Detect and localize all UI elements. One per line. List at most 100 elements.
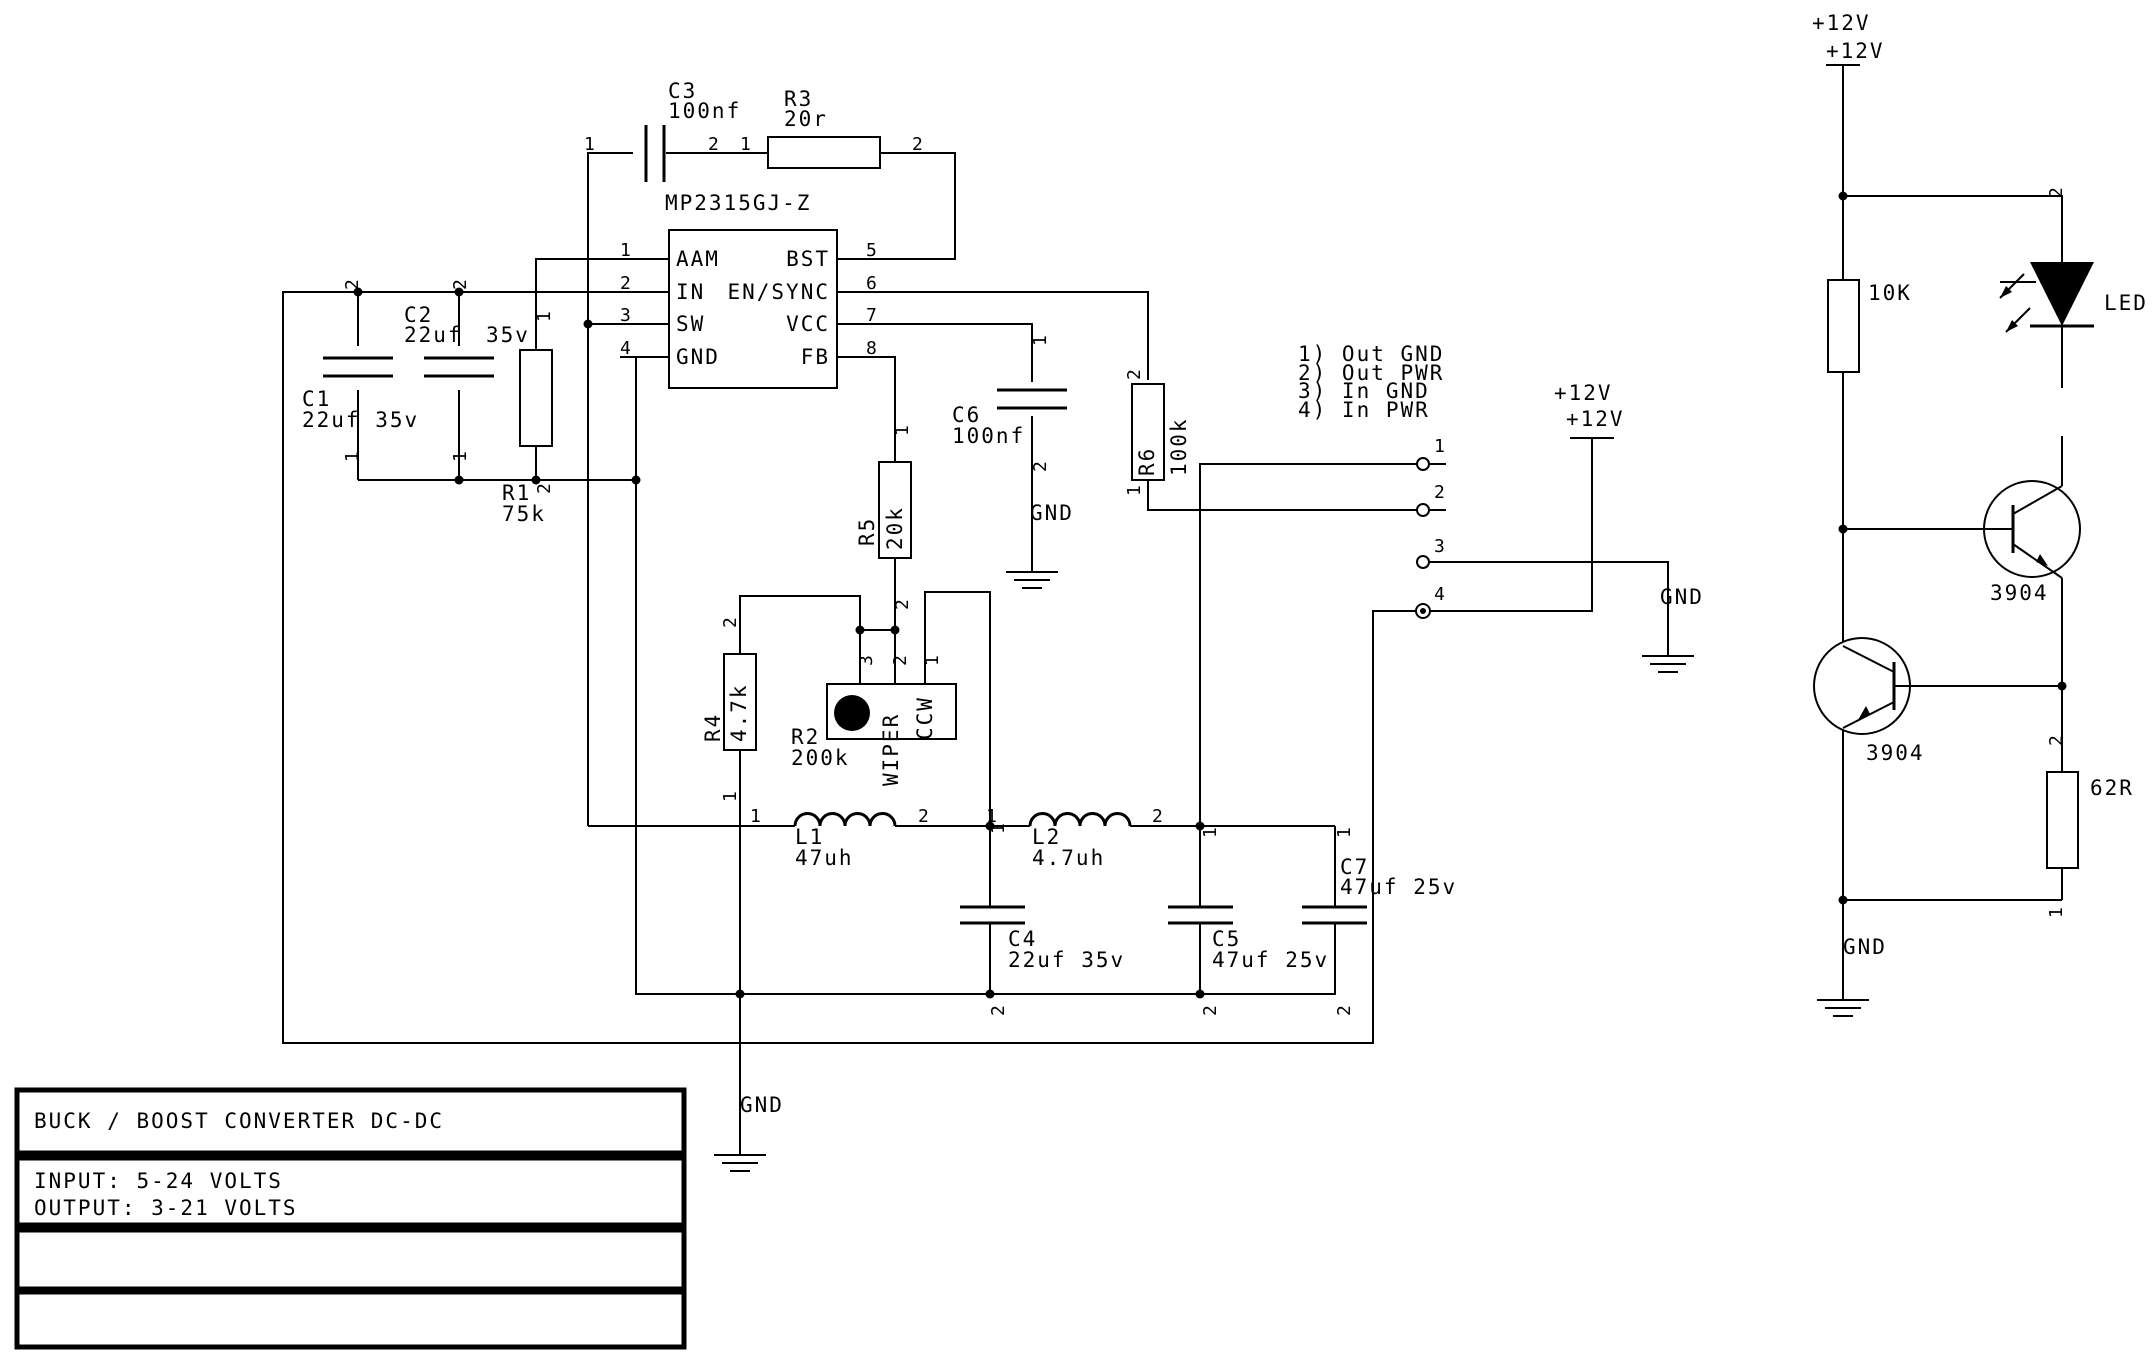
q1-label: 3904 <box>1990 581 2049 605</box>
connector-pin-4: 4 <box>1434 584 1447 605</box>
resistor-r6: R6 100k 2 1 <box>1124 367 1191 496</box>
ic-pin-num: 7 <box>866 305 879 326</box>
c1-value: 22uf 35v <box>302 408 419 432</box>
c5-ref: C5 <box>1212 927 1241 951</box>
resistor-10k: 10K <box>1827 279 1910 373</box>
r4-value: 4.7k <box>727 683 751 742</box>
gnd-label: GND <box>1660 585 1704 609</box>
connector-pin-2: 2 <box>1434 482 1447 503</box>
r4-ref: R4 <box>701 713 725 742</box>
l2-value: 4.7uh <box>1032 846 1105 870</box>
l1-pin-1: 1 <box>750 806 763 827</box>
title-block-title: BUCK / BOOST CONVERTER DC-DC <box>34 1109 444 1133</box>
ic-ref-label: MP2315GJ-Z <box>665 191 811 215</box>
l1-value: 47uh <box>795 846 854 870</box>
title-block-input: INPUT: 5-24 VOLTS <box>34 1169 283 1193</box>
ic-pin-bst: BST <box>786 247 830 271</box>
v12-label: +12V <box>1812 11 1871 35</box>
ic-pin-num: 4 <box>620 338 633 359</box>
c4-value: 22uf 35v <box>1008 948 1125 972</box>
r5-value: 20k <box>883 506 907 550</box>
c4-pin-1: 1 <box>988 821 1009 834</box>
ic-pin-aam: AAM <box>676 247 720 271</box>
ic-pin-fb: FB <box>801 345 830 369</box>
v12-label: +12V <box>1566 407 1625 431</box>
ground-icon <box>1006 571 1058 589</box>
c2-value: 22uf <box>404 323 463 347</box>
r2-pin-1: 1 <box>922 653 943 666</box>
r5-ref: R5 <box>855 517 879 546</box>
ic-pin-num: 6 <box>866 273 879 294</box>
led-indicator-circuit: +12V +12V 10K LED 2 3904 <box>1812 11 2148 918</box>
resistor-62r: 62R 2 1 <box>2046 733 2132 918</box>
led: LED 2 <box>1999 185 2148 333</box>
r5-pin-1: 1 <box>892 423 913 436</box>
connector-legend-1: 1) Out GND <box>1298 342 1444 366</box>
r1-ref: R1 <box>502 481 531 505</box>
c2-pin-1: 1 <box>450 449 471 462</box>
resistor-r4: R4 4.7k 2 1 <box>701 615 757 802</box>
potentiometer-r2: R2 200k WIPER CCW 3 2 1 <box>791 653 957 786</box>
ground-icon <box>1642 655 1694 673</box>
r6-ref: R6 <box>1135 447 1159 476</box>
c4-ref: C4 <box>1008 927 1037 951</box>
capacitor-c1: C1 22uf 35v 2 1 <box>302 277 419 462</box>
c7-pin-1: 1 <box>1334 825 1355 838</box>
q2-label: 3904 <box>1866 741 1925 765</box>
connector-legend-3: 3) In GND <box>1298 379 1430 403</box>
r62-pin-2: 2 <box>2046 733 2067 746</box>
capacitor-c7: C7 47uf 25v 1 2 <box>1302 825 1457 1016</box>
capacitor-c2: C2 22uf 35v 2 1 <box>404 277 530 462</box>
ground-icon <box>1817 999 1869 1017</box>
c1-ref: C1 <box>302 387 331 411</box>
r4-pin-2: 2 <box>720 615 741 628</box>
capacitor-c5: C5 47uf 25v 1 2 <box>1168 825 1329 1016</box>
c2-value-2: 35v <box>486 323 530 347</box>
resistor-r5: R5 20k 1 2 <box>855 423 913 610</box>
c3-pin-2: 2 <box>708 134 721 155</box>
ic-mp2315: MP2315GJ-Z AAM IN SW GND BST EN/SYNC VCC… <box>620 191 880 389</box>
connector-pin-1: 1 <box>1434 436 1447 457</box>
r3-value: 20r <box>784 107 828 131</box>
r2-ccw-label: CCW <box>913 696 937 740</box>
inductor-l2: L2 4.7uh 1 2 <box>986 806 1165 870</box>
r3-pin-1: 1 <box>740 134 753 155</box>
ic-pin-en-sync: EN/SYNC <box>727 280 830 304</box>
c7-ref: C7 <box>1340 855 1369 879</box>
r5-pin-2: 2 <box>892 597 913 610</box>
r1-pin-2: 2 <box>534 481 555 494</box>
resistor-r3: R3 20r 1 2 <box>740 87 923 169</box>
r2-value: 200k <box>791 746 850 770</box>
r62-pin-1: 1 <box>2046 905 2067 918</box>
led-label: LED <box>2104 291 2148 315</box>
c5-value: 47uf 25v <box>1212 948 1329 972</box>
capacitor-c4: C4 22uf 35v 1 2 <box>960 821 1125 1016</box>
c7-pin-2: 2 <box>1334 1003 1355 1016</box>
c6-ref: C6 <box>952 403 981 427</box>
c2-pin-2: 2 <box>450 277 471 290</box>
c6-value: 100nf <box>952 424 1025 448</box>
l2-pin-2: 2 <box>1152 806 1165 827</box>
capacitor-c3: C3 100nf 1 2 <box>584 79 739 182</box>
gnd-label: GND <box>1843 935 1887 959</box>
ic-pin-num: 3 <box>620 305 633 326</box>
r2-ref: R2 <box>791 725 820 749</box>
c5-pin-2: 2 <box>1200 1003 1221 1016</box>
inductor-l1: L1 47uh 1 2 <box>750 806 929 870</box>
connector-legend-2: 2) Out PWR <box>1298 361 1444 385</box>
connector-legend-4: 4) In PWR <box>1298 398 1430 422</box>
ground-icon <box>714 1154 766 1172</box>
ic-pin-num: 2 <box>620 273 633 294</box>
ic-pin-sw: SW <box>676 312 705 336</box>
transistor-q2: 3904 <box>1813 637 1925 765</box>
r1-pin-1: 1 <box>534 309 555 322</box>
ic-pin-gnd: GND <box>676 345 720 369</box>
r4-pin-1: 1 <box>720 789 741 802</box>
l2-ref: L2 <box>1032 825 1061 849</box>
c2-ref: C2 <box>404 303 433 327</box>
c7-value: 47uf 25v <box>1340 875 1457 899</box>
r3-ref: R3 <box>784 87 813 111</box>
c6-gnd-label: GND <box>1030 501 1074 525</box>
ground-symbols: GND GND <box>714 571 1887 1172</box>
ic-pin-num: 1 <box>620 240 633 261</box>
